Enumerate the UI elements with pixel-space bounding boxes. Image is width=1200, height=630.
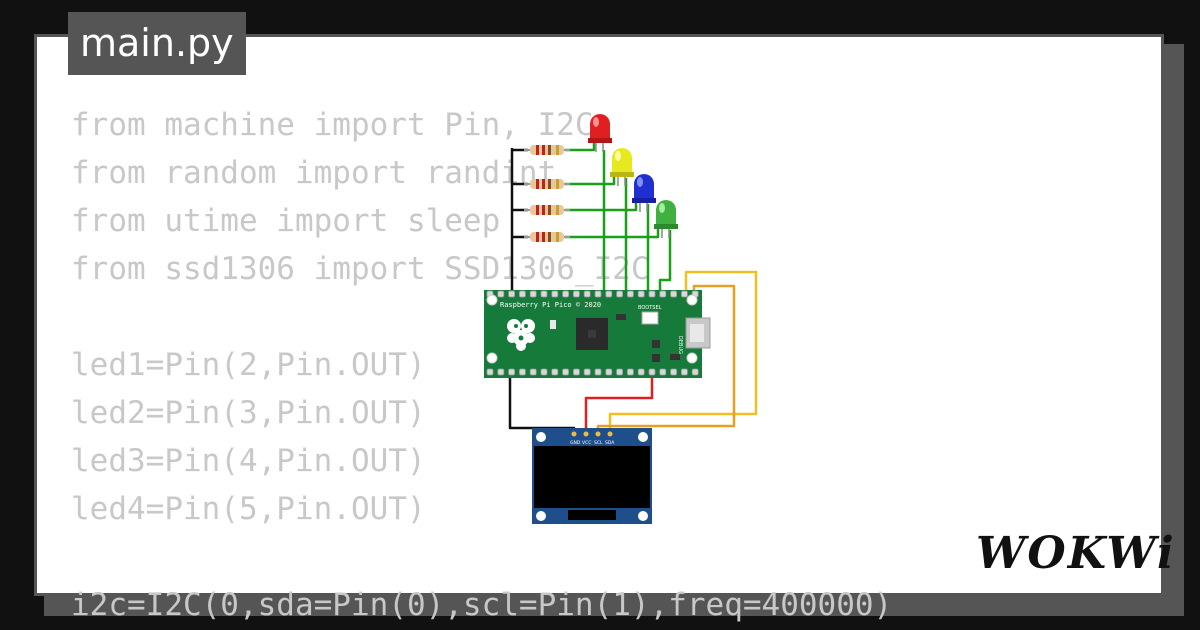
header-pin[interactable] bbox=[627, 290, 634, 298]
header-pin[interactable] bbox=[573, 368, 580, 376]
wokwi-logo: WOKWi bbox=[976, 528, 1176, 579]
header-pin[interactable] bbox=[486, 368, 494, 376]
header-pin[interactable] bbox=[616, 290, 623, 298]
leds bbox=[588, 114, 678, 238]
wire-oled-vcc[interactable] bbox=[584, 370, 654, 438]
header-pin[interactable] bbox=[670, 290, 677, 298]
header-pin[interactable] bbox=[659, 290, 667, 298]
code-line-9: led4=Pin(5,Pin.OUT) bbox=[71, 491, 426, 527]
code-line-1: from machine import Pin, I2C bbox=[71, 107, 594, 143]
bootsel-label: BOOTSEL bbox=[638, 305, 662, 311]
bootsel-button[interactable] bbox=[641, 311, 659, 325]
wire-led1[interactable] bbox=[565, 142, 596, 152]
header-pin[interactable] bbox=[605, 290, 613, 298]
header-pin[interactable] bbox=[562, 290, 569, 298]
resistors bbox=[524, 145, 570, 242]
header-pin[interactable] bbox=[691, 368, 699, 376]
header-pin[interactable] bbox=[583, 368, 591, 376]
led-yellow[interactable] bbox=[610, 148, 634, 186]
code-line-6: led1=Pin(2,Pin.OUT) bbox=[71, 347, 426, 383]
oled-screen bbox=[534, 446, 650, 508]
filename-tab[interactable]: main.py bbox=[68, 12, 246, 75]
header-pin[interactable] bbox=[529, 290, 537, 298]
header-pin[interactable] bbox=[540, 290, 548, 298]
resistor-4[interactable] bbox=[524, 232, 570, 242]
pins-bottom-row bbox=[486, 368, 699, 376]
header-pin[interactable] bbox=[616, 368, 623, 376]
resistor-2[interactable] bbox=[524, 179, 570, 189]
code-line-7: led2=Pin(3,Pin.OUT) bbox=[71, 395, 426, 431]
code-line-3: from utime import sleep bbox=[71, 203, 501, 239]
code-line-4: from ssd1306 import SSD1306_I2C bbox=[71, 251, 650, 287]
wire-oled-gnd[interactable] bbox=[508, 370, 576, 438]
wire-oled-sda[interactable] bbox=[608, 270, 758, 438]
header-pin[interactable] bbox=[637, 368, 645, 376]
code-line-8: led3=Pin(4,Pin.OUT) bbox=[71, 443, 426, 479]
header-pin[interactable] bbox=[681, 368, 688, 376]
header-pin[interactable] bbox=[648, 290, 656, 298]
led-red[interactable] bbox=[588, 114, 612, 152]
header-pin[interactable] bbox=[670, 368, 677, 376]
wire-led4-board[interactable] bbox=[658, 230, 672, 300]
header-pin[interactable] bbox=[551, 290, 559, 298]
resistor-1[interactable] bbox=[524, 145, 570, 155]
header-pin[interactable] bbox=[605, 368, 613, 376]
header-pin[interactable] bbox=[583, 290, 591, 298]
header-pin[interactable] bbox=[519, 290, 526, 298]
header-pin[interactable] bbox=[508, 368, 516, 376]
header-pin[interactable] bbox=[594, 368, 602, 376]
header-pin[interactable] bbox=[648, 368, 656, 376]
wire-led2[interactable] bbox=[565, 176, 616, 186]
oled-pin-sda: SDA bbox=[605, 440, 615, 446]
oled-pin-vcc: VCC bbox=[582, 440, 591, 446]
oled-display[interactable]: GND VCC SCL SDA bbox=[532, 428, 652, 524]
code-editor[interactable]: from machine import Pin, I2C from random … bbox=[71, 101, 892, 629]
header-pin[interactable] bbox=[594, 290, 602, 298]
wire-led3[interactable] bbox=[565, 202, 638, 212]
oled-pin-gnd: GND bbox=[570, 440, 581, 446]
code-line-11: i2c=I2C(0,sda=Pin(0),scl=Pin(1),freq=400… bbox=[71, 587, 893, 623]
led-green[interactable] bbox=[654, 200, 678, 238]
board-title: Raspberry Pi Pico © 2020 bbox=[500, 301, 601, 309]
header-pin[interactable] bbox=[551, 368, 559, 376]
wire-led4[interactable] bbox=[565, 228, 660, 239]
resistor-3[interactable] bbox=[524, 205, 570, 215]
header-pin[interactable] bbox=[681, 290, 688, 298]
header-pin[interactable] bbox=[508, 290, 516, 298]
header-pin[interactable] bbox=[562, 368, 569, 376]
code-line-2: from random import randint bbox=[71, 155, 557, 191]
header-pin[interactable] bbox=[540, 368, 548, 376]
raspberry-logo-icon bbox=[507, 319, 535, 351]
header-pin[interactable] bbox=[659, 368, 667, 376]
header-pin[interactable] bbox=[497, 368, 505, 376]
header-pin[interactable] bbox=[519, 368, 526, 376]
header-pin[interactable] bbox=[529, 368, 537, 376]
header-pin[interactable] bbox=[573, 290, 580, 298]
header-pin[interactable] bbox=[627, 368, 634, 376]
header-pin[interactable] bbox=[637, 290, 645, 298]
header-pin[interactable] bbox=[497, 290, 505, 298]
led-blue[interactable] bbox=[632, 174, 656, 212]
oled-pin-scl: SCL bbox=[594, 440, 603, 446]
debug-label: DEBUG bbox=[677, 336, 683, 354]
pico-board[interactable]: Raspberry Pi Pico © 2020 BOOTSEL DEBUG bbox=[484, 290, 711, 378]
